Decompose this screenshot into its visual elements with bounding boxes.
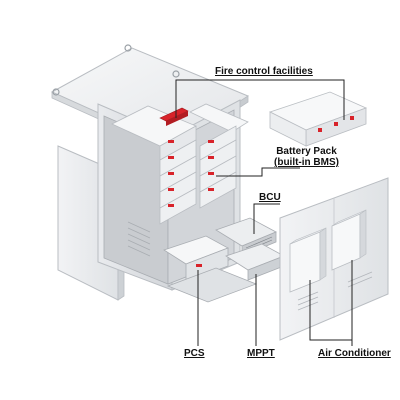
label-pcs: PCS	[184, 348, 205, 359]
label-mppt: MPPT	[247, 348, 275, 359]
label-bcu: BCU	[259, 192, 281, 203]
label-battery-pack-line1: Battery Pack	[274, 146, 339, 157]
battery-module-exploded	[270, 92, 366, 146]
label-fire-control: Fire control facilities	[215, 66, 313, 77]
label-battery-pack: Battery Pack (built-in BMS)	[274, 146, 339, 168]
label-air-conditioner: Air Conditioner	[318, 348, 391, 359]
label-battery-pack-line2: (built-in BMS)	[274, 157, 339, 168]
